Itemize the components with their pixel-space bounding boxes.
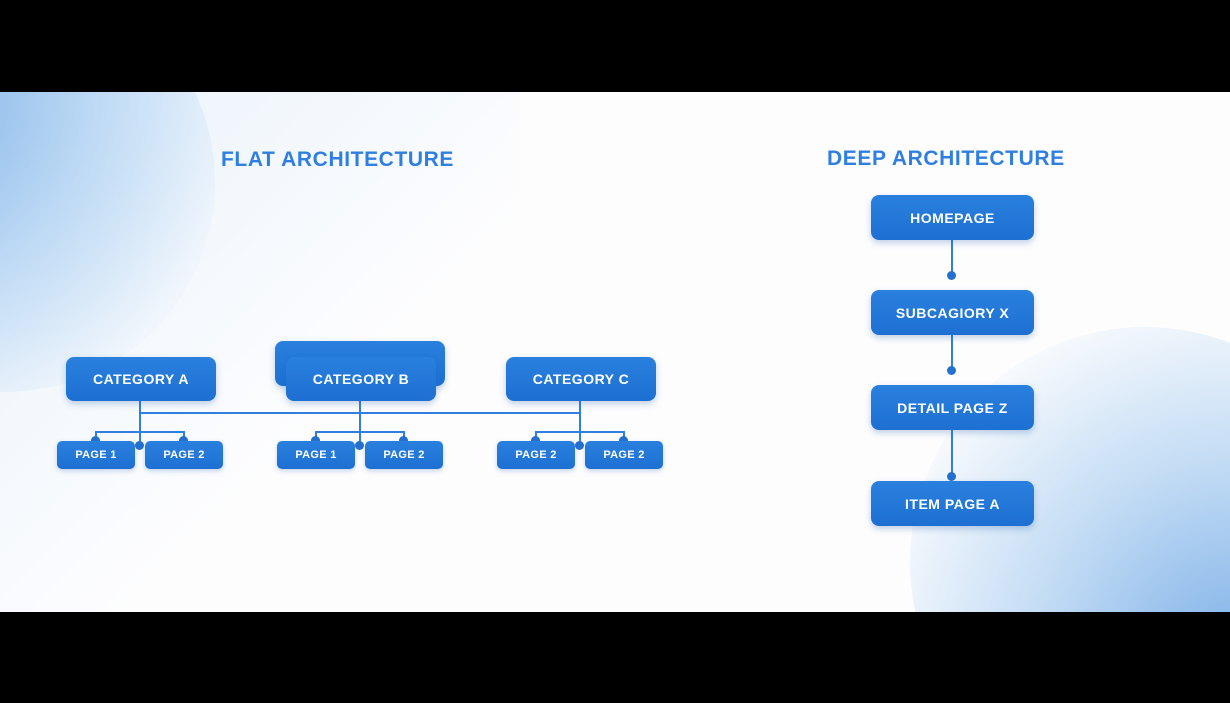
deep-node-item-page[interactable]: ITEM PAGE A <box>871 481 1034 526</box>
slide-canvas: FLAT ARCHITECTURE HOMEPAGE CATEGORY A CA… <box>0 92 1230 612</box>
deep-node-detail-page[interactable]: DETAIL PAGE Z <box>871 385 1034 430</box>
deep-architecture-title: DEEP ARCHITECTURE <box>827 147 1065 170</box>
letterbox-bar-top <box>0 0 1230 92</box>
flat-node-category-c[interactable]: CATEGORY C <box>506 357 656 401</box>
flat-connector-dot-a <box>135 441 144 450</box>
flat-connector-c-bus <box>535 431 624 433</box>
flat-node-b-page-1[interactable]: PAGE 1 <box>277 441 355 469</box>
deep-connector-1 <box>951 240 953 279</box>
flat-connector-b-stem <box>359 401 361 432</box>
flat-node-c-page-1[interactable]: PAGE 2 <box>497 441 575 469</box>
deep-connector-dot-1 <box>947 271 956 280</box>
flat-connector-c-dot-2 <box>619 436 628 445</box>
flat-node-a-page-2[interactable]: PAGE 2 <box>145 441 223 469</box>
flat-connector-a-bus <box>95 431 184 433</box>
deep-node-homepage[interactable]: HOMEPAGE <box>871 195 1034 240</box>
flat-connector-c-stem <box>579 401 581 432</box>
flat-node-b-page-2[interactable]: PAGE 2 <box>365 441 443 469</box>
flat-connector-b-bus <box>315 431 404 433</box>
flat-node-category-a[interactable]: CATEGORY A <box>66 357 216 401</box>
flat-node-category-b[interactable]: CATEGORY B <box>286 357 436 401</box>
flat-node-a-page-1[interactable]: PAGE 1 <box>57 441 135 469</box>
flat-connector-a-stem <box>139 401 141 432</box>
flat-architecture-title: FLAT ARCHITECTURE <box>221 148 455 171</box>
flat-connector-dot-b <box>355 441 364 450</box>
decorative-blob-bottom-right <box>910 327 1230 612</box>
letterbox-bar-bottom <box>0 612 1230 703</box>
deep-connector-dot-2 <box>947 366 956 375</box>
flat-connector-dot-c <box>575 441 584 450</box>
flat-connector-c-dot-1 <box>531 436 540 445</box>
deep-connector-dot-3 <box>947 472 956 481</box>
deep-node-subcategory[interactable]: SUBCAGIORY X <box>871 290 1034 335</box>
decorative-blob-top-left <box>0 92 215 392</box>
flat-node-c-page-2[interactable]: PAGE 2 <box>585 441 663 469</box>
